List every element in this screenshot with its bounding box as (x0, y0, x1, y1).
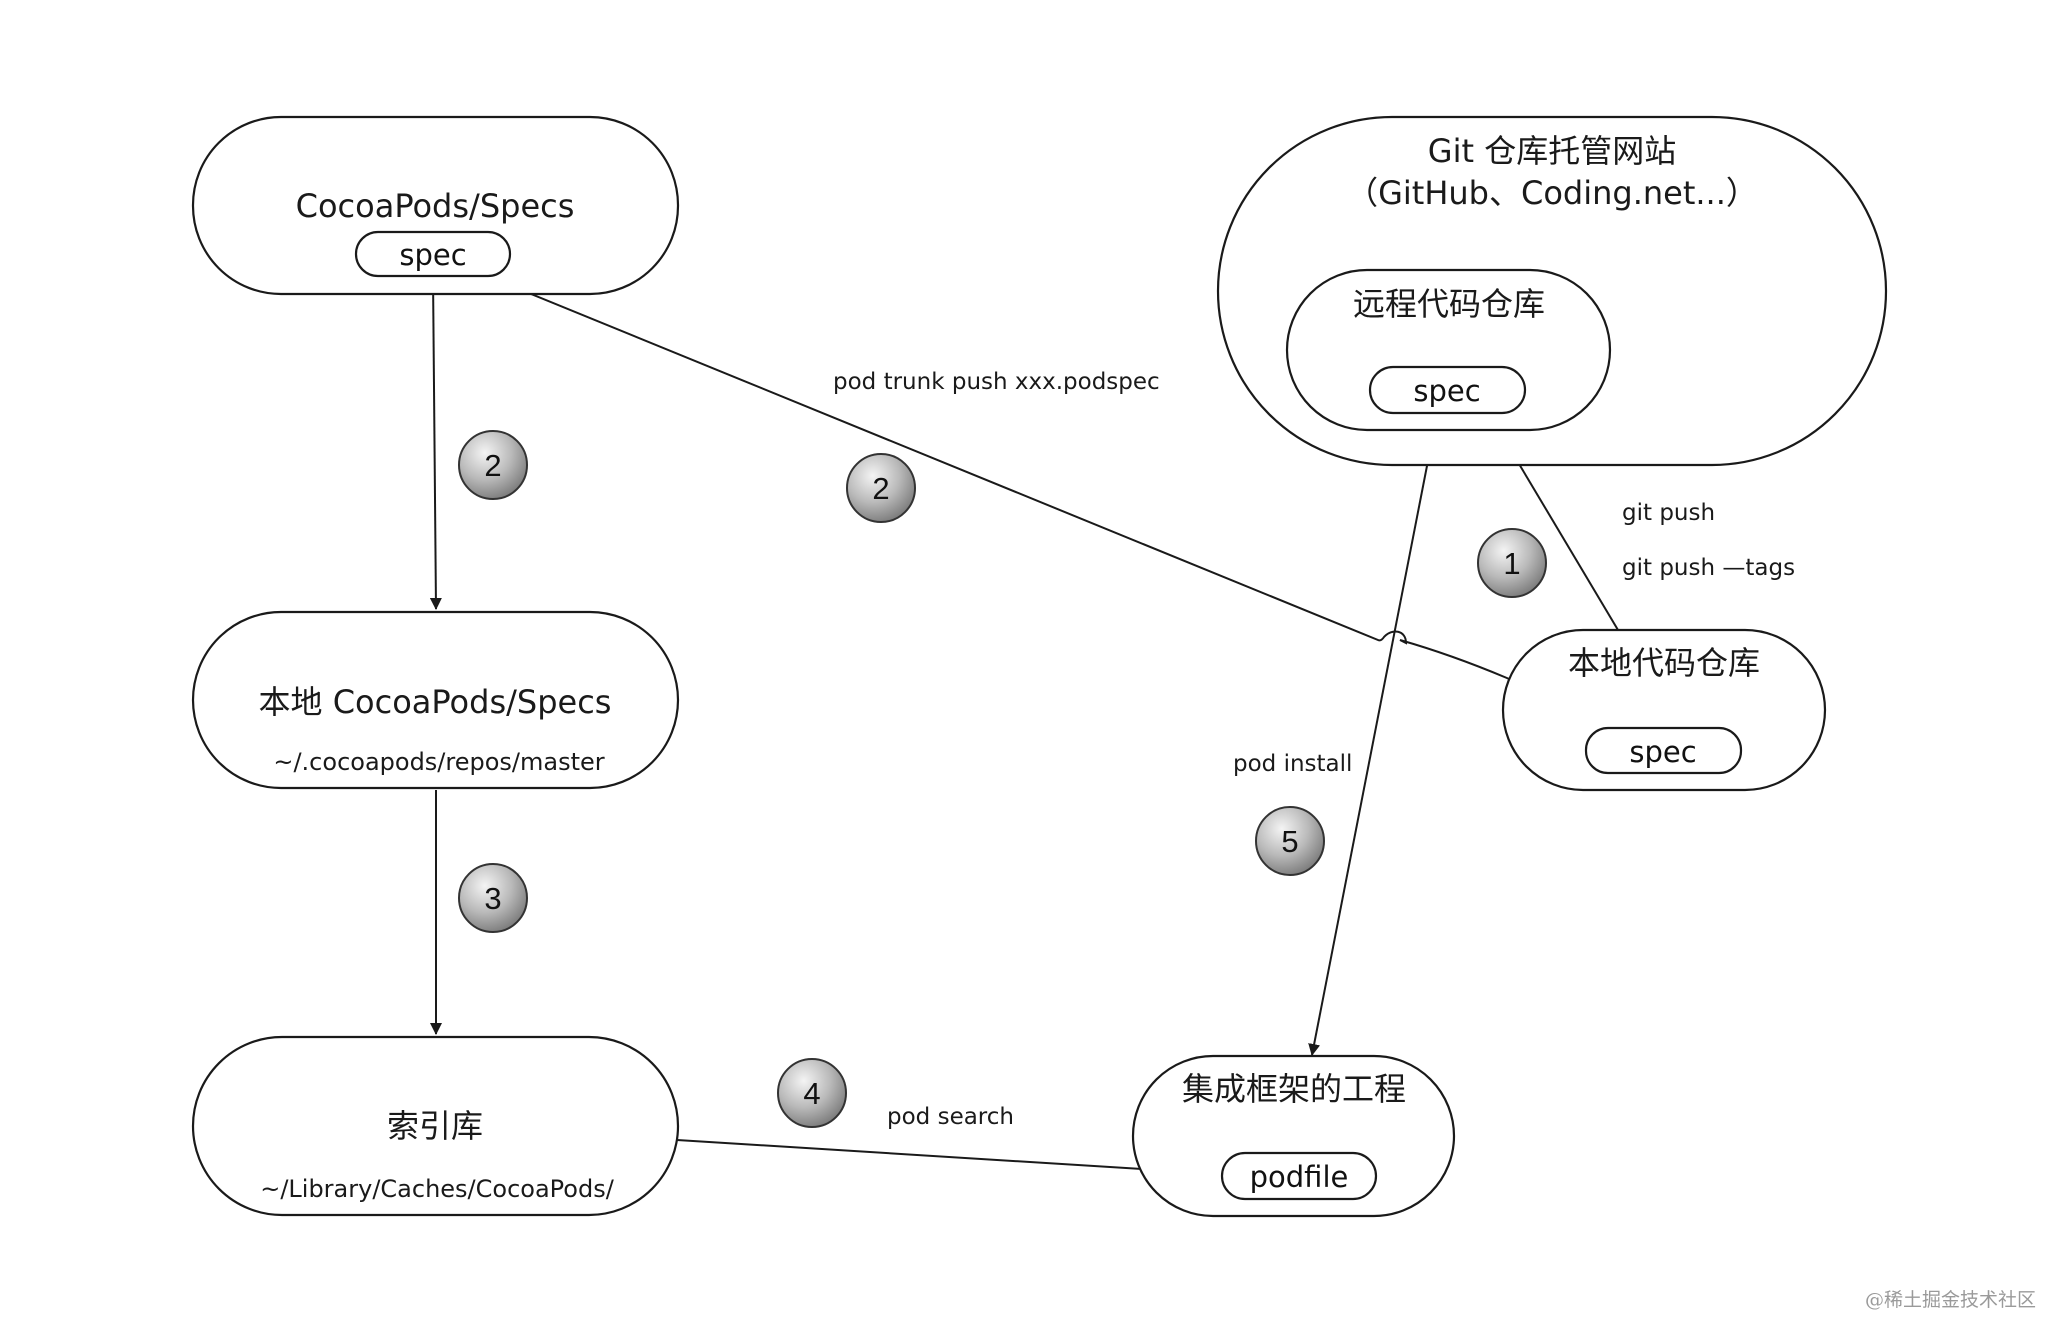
node-index-repo-path: ~/Library/Caches/CocoaPods/ (260, 1175, 614, 1203)
step-badge-number: 2 (872, 471, 889, 506)
step-badge-number: 3 (484, 881, 501, 916)
node-remote-repo: 远程代码仓库 spec (1285, 268, 1612, 432)
node-cocoapods-specs-title: CocoaPods/Specs (296, 187, 575, 225)
node-index-repo-title: 索引库 (387, 1107, 483, 1145)
node-local-specs-path: ~/.cocoapods/repos/master (273, 748, 604, 776)
label-pod-search: pod search (887, 1104, 1014, 1130)
label-git-push: git push (1622, 500, 1715, 526)
label-pod-install: pod install (1233, 751, 1352, 777)
step-badge-number: 1 (1503, 546, 1520, 581)
step-badge-2-left: 2 (458, 430, 528, 500)
node-remote-repo-title: 远程代码仓库 (1353, 285, 1545, 323)
edge-specs-to-local (429, 275, 442, 610)
step-badge-number: 4 (803, 1076, 820, 1111)
step-badge-4: 4 (777, 1058, 847, 1128)
node-cocoapods-specs: CocoaPods/Specs spec (191, 115, 680, 296)
label-pod-trunk-push: pod trunk push xxx.podspec (833, 369, 1160, 395)
podfile-pill: podfile (1220, 1151, 1378, 1201)
step-badge-number: 5 (1281, 824, 1298, 859)
spec-pill: spec (1368, 365, 1527, 415)
watermark: @稀土掘金技术社区 (1865, 1289, 2036, 1311)
node-project-title: 集成框架的工程 (1182, 1070, 1406, 1108)
node-index-repo: 索引库 ~/Library/Caches/CocoaPods/ (191, 1035, 680, 1217)
step-badge-1: 1 (1477, 528, 1547, 598)
node-git-hosting-title: Git 仓库托管网站 (1428, 132, 1676, 170)
label-git-push-tags: git push —tags (1622, 555, 1795, 581)
step-badge-3: 3 (458, 863, 528, 933)
node-local-repo-title: 本地代码仓库 (1568, 644, 1760, 682)
spec-pill-label: spec (399, 238, 466, 272)
step-badge-number: 2 (484, 448, 501, 483)
spec-pill: spec (354, 230, 512, 278)
edge-pod-install (1308, 429, 1435, 1056)
step-badge-5: 5 (1255, 806, 1325, 876)
edge-pod-search (676, 1139, 1223, 1180)
node-local-specs: 本地 CocoaPods/Specs ~/.cocoapods/repos/ma… (191, 610, 680, 790)
spec-pill: spec (1584, 726, 1743, 775)
podfile-pill-label: podfile (1250, 1160, 1349, 1194)
spec-pill-label: spec (1629, 735, 1696, 769)
node-project: 集成框架的工程 podfile (1131, 1054, 1456, 1218)
node-local-repo: 本地代码仓库 spec (1501, 628, 1827, 792)
node-local-specs-title: 本地 CocoaPods/Specs (259, 683, 612, 721)
node-git-hosting-subtitle: （GitHub、Coding.net...） (1346, 174, 1758, 212)
spec-pill-label: spec (1413, 374, 1480, 408)
step-badge-2-mid: 2 (846, 453, 916, 523)
